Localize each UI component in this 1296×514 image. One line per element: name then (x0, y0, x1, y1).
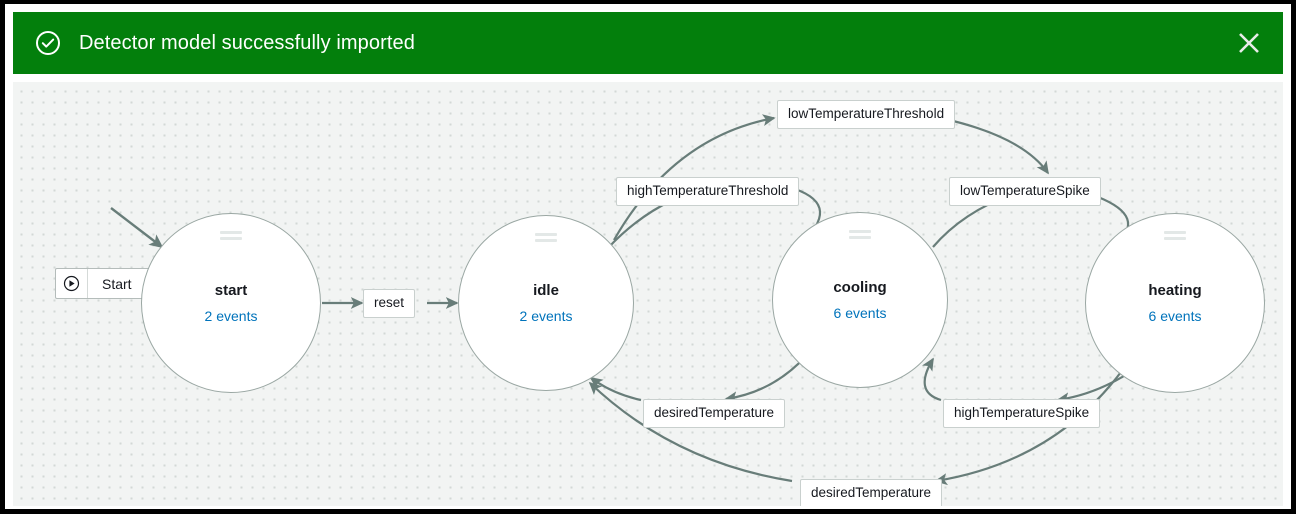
state-node-start[interactable]: start 2 events (141, 213, 321, 393)
edge-label-desired-temperature-lower[interactable]: desiredTemperature (800, 479, 943, 506)
state-node-heating[interactable]: heating 6 events (1085, 213, 1265, 393)
state-node-events[interactable]: 6 events (833, 304, 887, 321)
state-node-title: idle (533, 281, 559, 299)
play-circle-icon (56, 269, 88, 298)
edge-label-high-temperature-threshold[interactable]: highTemperatureThreshold (616, 177, 800, 206)
edge-label-high-temperature-spike[interactable]: highTemperatureSpike (943, 399, 1101, 428)
state-node-idle[interactable]: idle 2 events (458, 215, 634, 391)
edge-label-low-temperature-threshold[interactable]: lowTemperatureThreshold (777, 100, 956, 129)
edge-label-low-temperature-spike[interactable]: lowTemperatureSpike (949, 177, 1101, 206)
drag-grip-icon[interactable] (220, 231, 242, 240)
check-circle-icon (35, 30, 61, 56)
drag-grip-icon[interactable] (1164, 231, 1186, 240)
state-node-events[interactable]: 2 events (519, 307, 573, 324)
detector-model-canvas[interactable]: Start start 2 events idle 2 events cooli… (13, 82, 1283, 506)
close-icon[interactable] (1235, 29, 1263, 57)
start-badge-label: Start (102, 275, 132, 292)
edge-label-reset[interactable]: reset (363, 289, 416, 318)
flash-message-banner: Detector model successfully imported (13, 12, 1283, 74)
state-node-cooling[interactable]: cooling 6 events (772, 212, 948, 388)
drag-grip-icon[interactable] (535, 233, 557, 242)
flash-message-text: Detector model successfully imported (79, 31, 415, 54)
edge-label-desired-temperature-upper[interactable]: desiredTemperature (643, 399, 786, 428)
state-node-title: start (214, 281, 248, 299)
state-node-title: heating (1148, 281, 1202, 299)
state-node-events[interactable]: 2 events (204, 307, 258, 324)
state-node-title: cooling (833, 278, 887, 296)
drag-grip-icon[interactable] (849, 230, 871, 239)
state-node-events[interactable]: 6 events (1148, 307, 1202, 324)
